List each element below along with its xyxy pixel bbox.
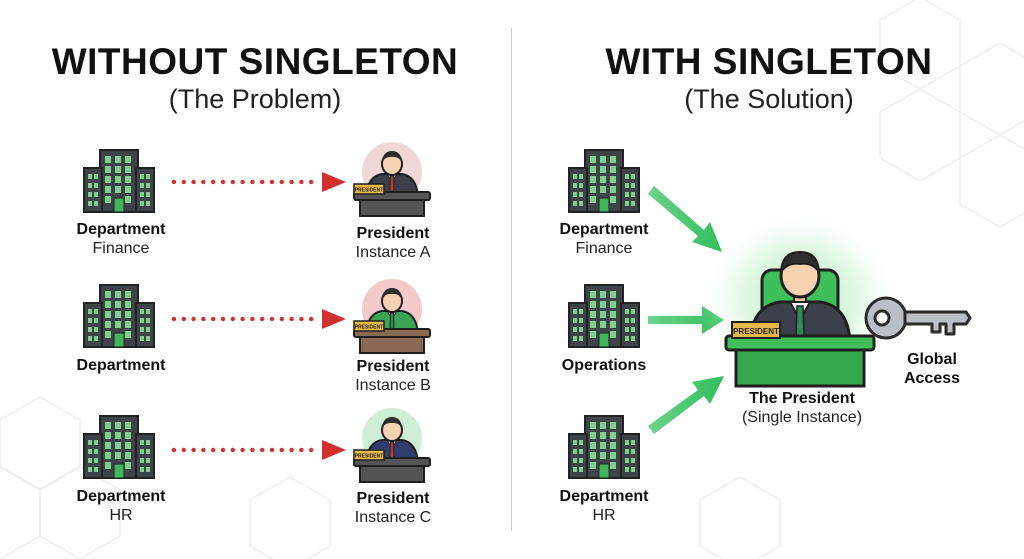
building-icon <box>83 149 155 213</box>
president-at-desk-icon: PRESIDENT <box>353 279 431 354</box>
left-department-label-2: Department <box>76 357 166 374</box>
center-divider <box>511 28 512 531</box>
left-title: WITHOUT SINGLETON <box>51 41 459 82</box>
dotted-arrow-icon <box>171 309 346 329</box>
president-at-desk-icon: PRESIDENT <box>353 408 431 483</box>
right-department-label-2: Operations <box>561 357 647 374</box>
building-icon <box>568 149 640 213</box>
dotted-arrow-icon <box>171 172 346 192</box>
president-plate-text: PRESIDENT <box>355 188 384 194</box>
right-title: WITH SINGLETON <box>605 41 933 82</box>
dotted-arrow-icon <box>171 440 346 460</box>
right-subtitle: (The Solution) <box>684 84 854 114</box>
president-at-desk-icon: PRESIDENT <box>353 142 431 217</box>
building-icon <box>568 284 640 348</box>
building-icon <box>83 415 155 479</box>
building-icon <box>568 415 640 479</box>
president-plate-text: PRESIDENT <box>355 325 384 331</box>
key-icon <box>864 296 972 340</box>
the-president-label: The President(Single Instance) <box>741 390 863 426</box>
left-subtitle: (The Problem) <box>168 84 342 114</box>
the-president-plate-text: PRESIDENT <box>733 327 779 336</box>
building-icon <box>83 284 155 348</box>
president-plate-text: PRESIDENT <box>355 454 384 460</box>
the-president-icon: PRESIDENT <box>700 210 900 392</box>
